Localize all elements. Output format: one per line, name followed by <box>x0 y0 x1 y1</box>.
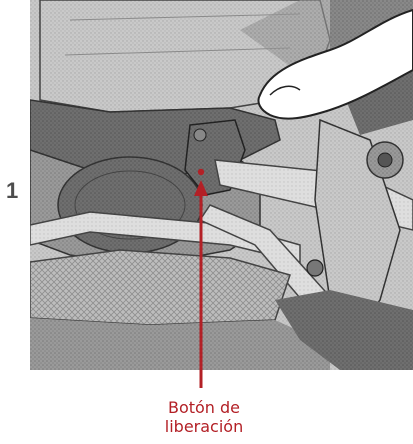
release-button-label-line2: liberación <box>120 417 288 436</box>
release-button-label-line1: Botón de <box>120 398 288 417</box>
callout-arrow <box>30 0 413 400</box>
step-number: 1 <box>6 178 18 204</box>
release-button-label: Botón de liberación <box>120 398 288 436</box>
